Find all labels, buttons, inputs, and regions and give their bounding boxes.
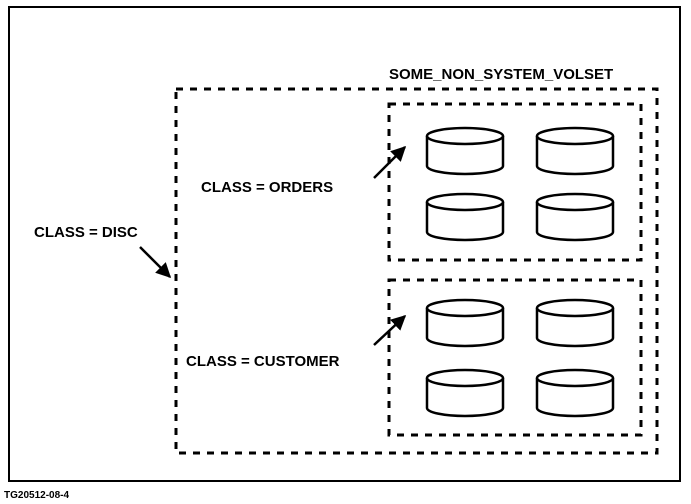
arrow-orders-to-group: [373, 145, 407, 179]
class-orders-label: CLASS = ORDERS: [201, 179, 333, 196]
disk-icon: [535, 368, 615, 418]
disk-icon: [425, 298, 505, 348]
disk-icon: [535, 126, 615, 176]
figure-frame: [8, 6, 681, 482]
arrow-customer-to-group: [373, 314, 407, 346]
customer-group-box: [387, 278, 643, 437]
class-customer-label: CLASS = CUSTOMER: [186, 353, 340, 370]
class-disc-label: CLASS = DISC: [34, 224, 138, 241]
arrow-disc-to-volset: [139, 246, 172, 279]
volset-label: SOME_NON_SYSTEM_VOLSET: [389, 66, 613, 83]
volset-dashed-box: [174, 87, 659, 455]
orders-group-box: [387, 102, 643, 262]
disk-icon: [535, 192, 615, 242]
figure-id: TG20512-08-4: [4, 490, 69, 501]
disk-icon: [535, 298, 615, 348]
disk-icon: [425, 126, 505, 176]
disk-icon: [425, 368, 505, 418]
disk-icon: [425, 192, 505, 242]
